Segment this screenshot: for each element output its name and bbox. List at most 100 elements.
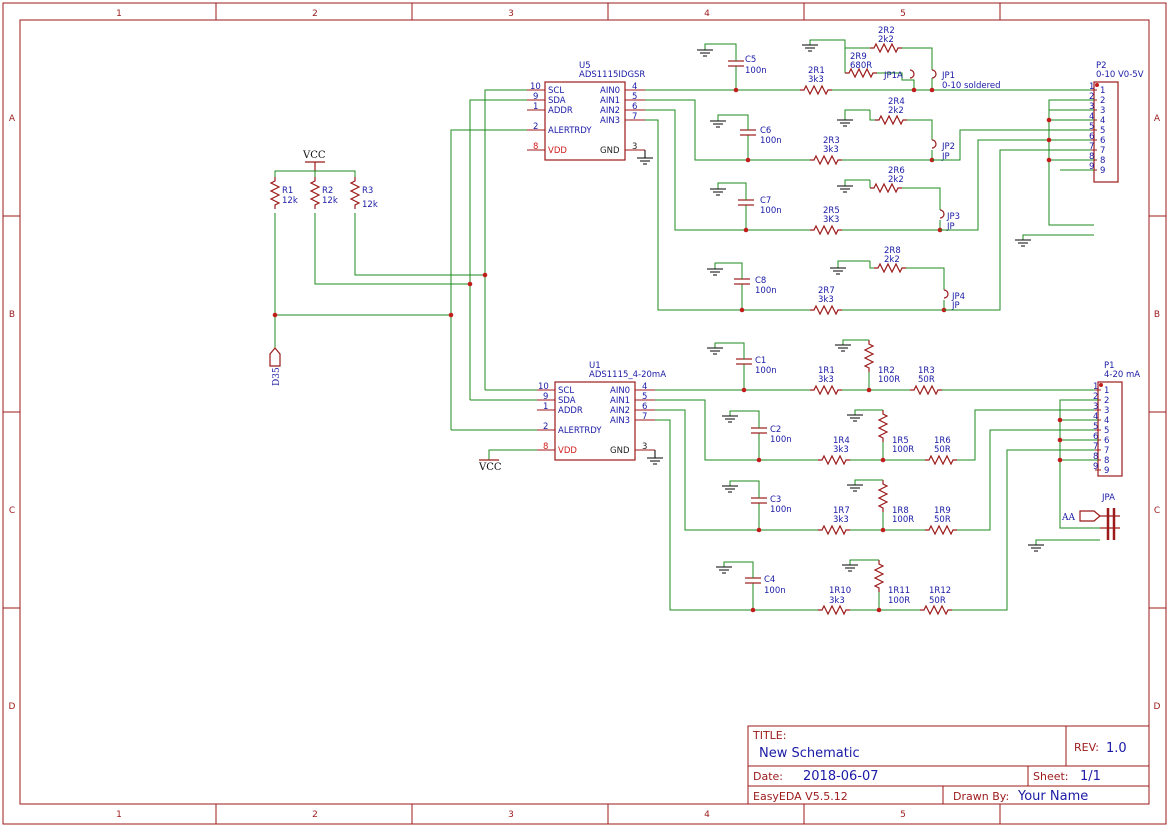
connector-pin-number-outer: 5 xyxy=(1089,122,1094,132)
ref-label: 1R2 xyxy=(878,366,895,376)
jumper-JPA: JPA AA xyxy=(1028,493,1120,552)
ref-label: 2R7 xyxy=(818,286,835,296)
column-label: 5 xyxy=(900,9,906,19)
pin-num: 5 xyxy=(642,392,647,402)
chip-part: ADS1115_4-20mA xyxy=(589,370,666,380)
pin-num: 10 xyxy=(538,382,549,392)
ref-label: 2R9 xyxy=(850,52,867,62)
pin-num: 6 xyxy=(642,402,647,412)
drawn-by-value: Your Name xyxy=(1017,789,1088,804)
column-label: 4 xyxy=(704,9,710,19)
column-label: 2 xyxy=(312,9,318,19)
pin-num: 5 xyxy=(632,92,637,102)
value-label: JP xyxy=(951,301,960,311)
i2c-bus: VCC xyxy=(448,89,555,473)
value-label: 50R xyxy=(929,596,946,606)
pin-name: SCL xyxy=(548,86,564,96)
connector-pin-number-outer: 8 xyxy=(1093,452,1098,462)
ref-label: JP1A xyxy=(883,71,903,81)
current-channel-1: C1 100n 1R1 3k3 1R2 100R 1R3 50R xyxy=(707,339,1098,396)
value-label: 50R xyxy=(934,515,951,525)
vcc-label: VCC xyxy=(478,462,502,473)
pin-num: 8 xyxy=(543,442,548,452)
resistor-1R6 xyxy=(925,454,957,466)
column-label: 1 xyxy=(116,810,122,820)
column-label: 5 xyxy=(900,810,906,820)
value-label: 3k3 xyxy=(808,75,824,85)
ref-label: 1R6 xyxy=(934,436,951,446)
date-value: 2018-06-07 xyxy=(803,769,879,784)
ref-label: R2 xyxy=(322,186,333,196)
value-label: 4-20 mA xyxy=(1104,370,1140,380)
current-channel-2: C2 100n 1R4 3k3 1R5 100R 1R6 50R xyxy=(722,409,1098,466)
row-label: C xyxy=(9,506,15,516)
resistor-2R8 xyxy=(874,262,906,274)
resistor-R3 xyxy=(349,177,361,209)
resistor-1R8 xyxy=(877,480,889,512)
value-label: 2k2 xyxy=(888,175,904,185)
resistor-2R3 xyxy=(810,154,842,166)
row-label: A xyxy=(9,114,16,124)
connector-pin-number-outer: 7 xyxy=(1089,142,1094,152)
connector-pin-number: 2 xyxy=(1100,96,1105,106)
ref-label: JP2 xyxy=(941,142,955,152)
value-label: 3k3 xyxy=(823,145,839,155)
rev-label: REV: xyxy=(1074,741,1099,754)
jumper-JP1A xyxy=(909,69,915,79)
value-label: 100R xyxy=(892,445,914,455)
resistor-R2 xyxy=(309,177,321,209)
title-label: TITLE: xyxy=(752,729,786,742)
vcc-label: VCC xyxy=(302,150,326,161)
connector-pin-number: 4 xyxy=(1100,116,1105,126)
pin-name: AIN2 xyxy=(610,406,630,416)
pin-name: GND xyxy=(610,446,630,456)
connector-pin-number-outer: 3 xyxy=(1093,402,1098,412)
connector-pin-number: 4 xyxy=(1104,416,1109,426)
pin-num: 8 xyxy=(533,142,538,152)
chip-part: ADS1115IDGSR xyxy=(579,70,645,80)
voltage-channels xyxy=(645,89,810,311)
aa-label: AA xyxy=(1061,513,1075,523)
ref-label: C4 xyxy=(764,575,775,585)
ref-label: JP3 xyxy=(946,212,960,222)
pin-num: 4 xyxy=(632,82,637,92)
pin-name: GND xyxy=(600,146,620,156)
pin-num: 4 xyxy=(642,382,647,392)
resistor-2R9 xyxy=(845,67,877,79)
pin-name: AIN1 xyxy=(610,396,630,406)
value-label: 0-10 soldered xyxy=(942,81,1001,91)
connector-pin-number: 8 xyxy=(1104,456,1109,466)
pin-name: ALERTRDY xyxy=(558,426,602,436)
jumper-JP2 xyxy=(931,139,937,149)
sheet-value: 1/1 xyxy=(1080,769,1101,784)
pin-num: 9 xyxy=(543,392,548,402)
ref-label: C2 xyxy=(770,425,781,435)
pin-name: ADDR xyxy=(548,106,573,116)
pin-num: 9 xyxy=(533,92,538,102)
chip-U5: U5 ADS1115IDGSR 10 SCL 9 SDA 1 ADDR 2 AL… xyxy=(527,61,653,165)
ref-label: 1R12 xyxy=(929,586,951,596)
ref-label: R3 xyxy=(362,186,373,196)
ref-label: C3 xyxy=(770,495,781,505)
ref-label: JP4 xyxy=(951,292,965,302)
value-label: 3k3 xyxy=(833,515,849,525)
connector-pin-number-outer: 1 xyxy=(1093,382,1098,392)
pin-name: VDD xyxy=(558,446,577,456)
pin-num: 6 xyxy=(632,102,637,112)
ref-label: C8 xyxy=(755,276,766,286)
connector-pin-number-outer: 7 xyxy=(1093,442,1098,452)
resistor-2R4 xyxy=(875,114,907,126)
connector-pin-number: 8 xyxy=(1100,156,1105,166)
value-label: 100R xyxy=(892,515,914,525)
column-label: 1 xyxy=(116,9,122,19)
ref-label: JP1 xyxy=(941,71,955,81)
ref-label: 1R8 xyxy=(892,506,909,516)
ref-label: C1 xyxy=(755,356,766,366)
rev-value: 1.0 xyxy=(1106,741,1127,756)
voltage-channel-4: C8 100n 2R7 3k3 2R8 2k2 JP4 JP xyxy=(707,149,1094,316)
pin-name: SDA xyxy=(548,96,566,106)
value-label: 50R xyxy=(934,445,951,455)
ref-label: 2R4 xyxy=(888,97,905,107)
resistor-1R7 xyxy=(818,524,850,536)
